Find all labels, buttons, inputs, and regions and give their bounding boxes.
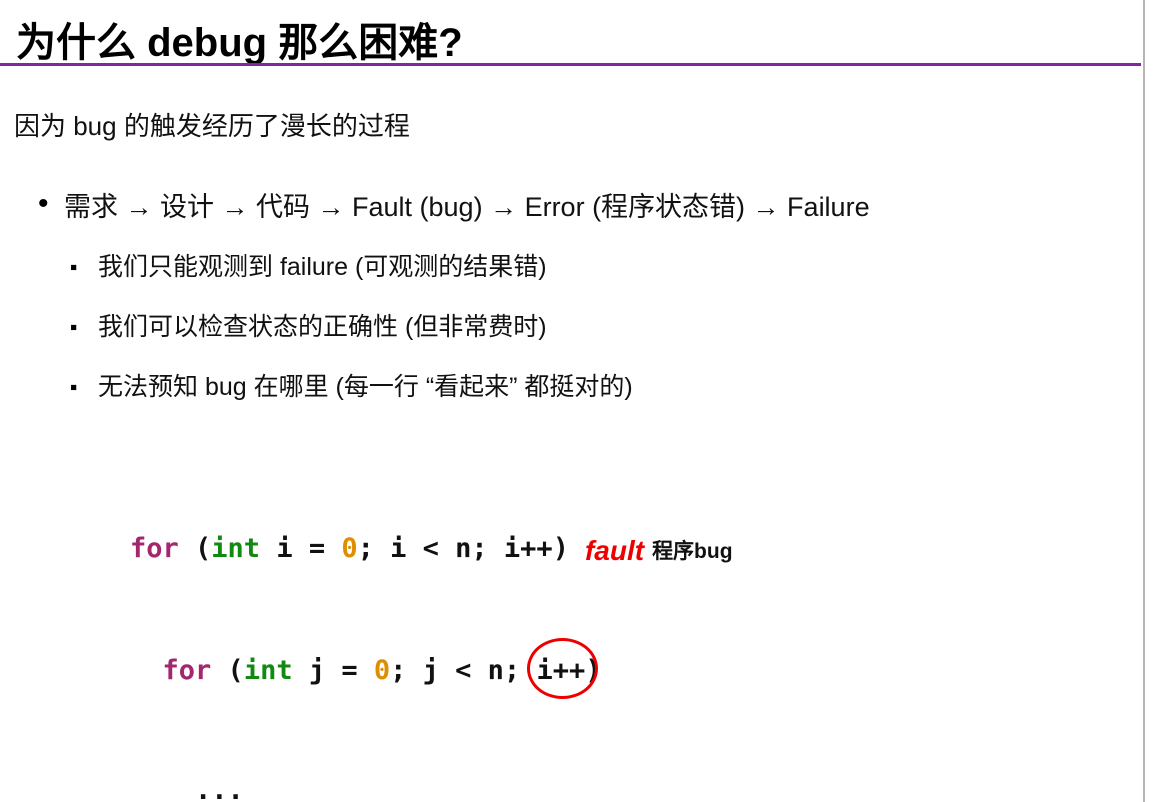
page-title: 为什么 debug 那么困难?: [16, 21, 463, 65]
list-item: 无法预知 bug 在哪里 (每一行 “看起来” 都挺对的): [64, 371, 1140, 404]
sub-bullet-text: 无法预知 bug 在哪里 (每一行 “看起来” 都挺对的): [98, 373, 633, 401]
code-token: (: [178, 533, 212, 564]
list-item-main: 需求 → 设计 → 代码 → Fault (bug) → Error (程序状态…: [14, 186, 1140, 404]
code-token: ...: [130, 775, 244, 802]
code-token: i =: [260, 533, 342, 564]
bullet-list: 需求 → 设计 → 代码 → Fault (bug) → Error (程序状态…: [14, 186, 1140, 404]
sub-bullet-list: 我们只能观测到 failure (可观测的结果错) 我们可以检查状态的正确性 (…: [64, 251, 1140, 404]
code-line-1: for (int i = 0; i < n; i++) fault 程序bug: [130, 528, 1140, 571]
code-token: ): [585, 655, 602, 686]
intro-text: 因为 bug 的触发经历了漫长的过程: [14, 111, 410, 141]
code-token: (: [211, 655, 244, 686]
code-token-keyword: for: [130, 533, 179, 564]
list-item: 我们可以检查状态的正确性 (但非常费时): [64, 311, 1140, 344]
list-item: 我们只能观测到 failure (可观测的结果错): [64, 251, 1140, 284]
code-token-keyword: for: [162, 655, 212, 686]
code-token: ; j < n;: [390, 655, 537, 686]
code-token-number: 0: [341, 533, 358, 564]
code-token: j =: [292, 655, 374, 686]
code-line-3: ...: [130, 771, 1140, 802]
title-divider: [0, 63, 1141, 66]
main-bullet-text: 需求 → 设计 → 代码 → Fault (bug) → Error (程序状态…: [64, 192, 870, 222]
code-token: [130, 655, 163, 686]
code-line-2: for (int j = 0; j < n; i++): [130, 638, 1140, 699]
code-token-bug: i++: [536, 655, 586, 686]
bug-highlight: i++: [527, 638, 599, 699]
sub-bullet-text: 我们只能观测到 failure (可观测的结果错): [98, 253, 547, 281]
sub-bullet-text: 我们可以检查状态的正确性 (但非常费时): [98, 313, 547, 341]
code-token-type: int: [243, 655, 293, 686]
code-token-number: 0: [373, 655, 391, 686]
fault-caption: 程序bug: [652, 540, 733, 563]
code-token-type: int: [211, 533, 261, 564]
code-token: ; i < n; i++): [357, 533, 569, 564]
fault-label: fault: [584, 535, 645, 566]
slide-right-border: [1142, 0, 1145, 802]
